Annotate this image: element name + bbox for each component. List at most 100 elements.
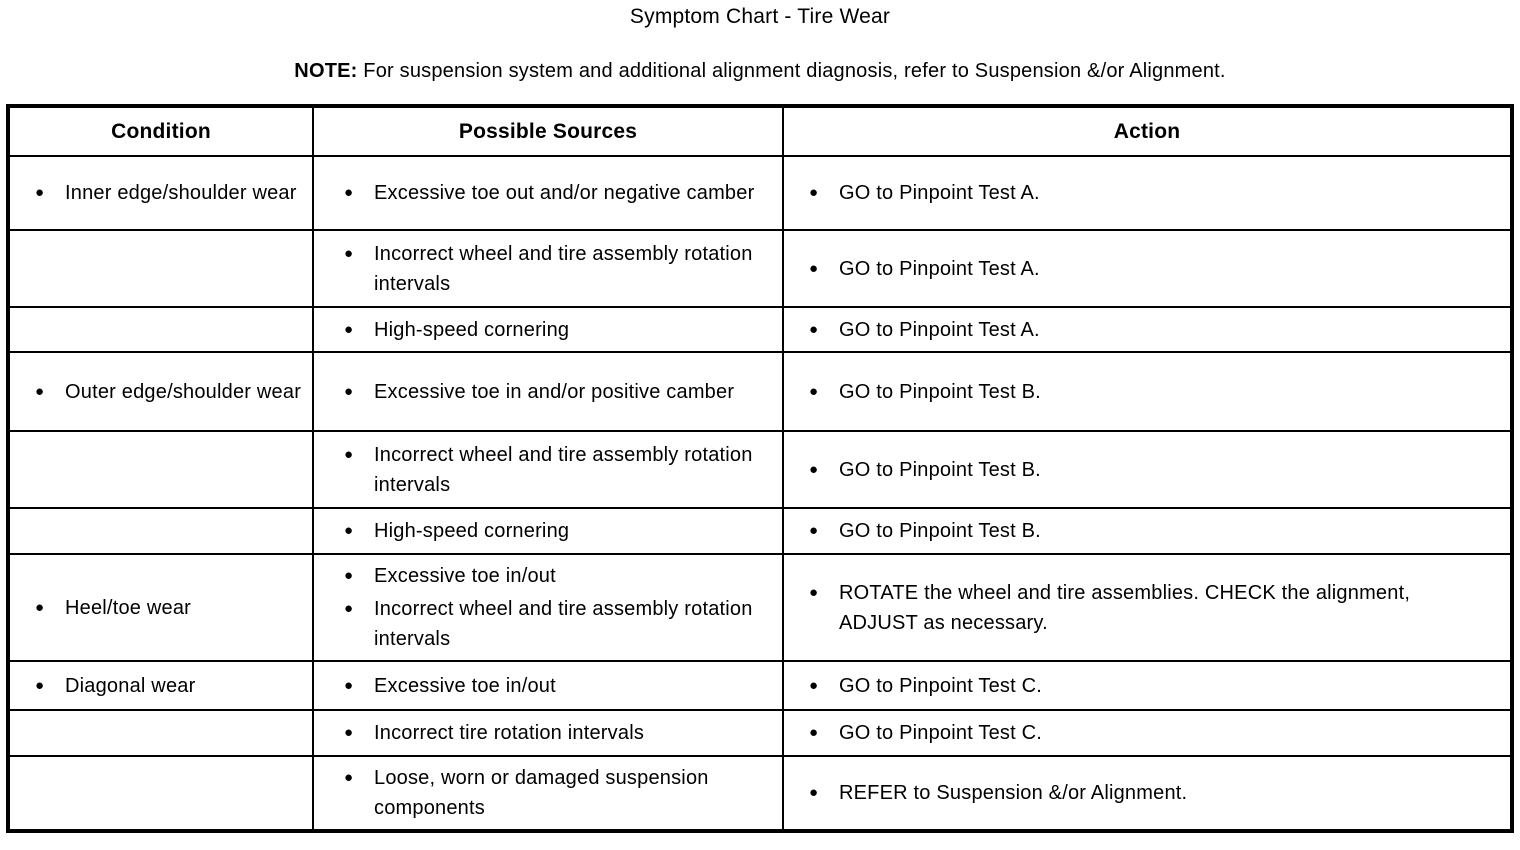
list-item: ● GO to Pinpoint Test C.: [809, 671, 1502, 701]
condition-cell: ● Heel/toe wear: [7, 553, 314, 662]
bullet-icon: ●: [344, 600, 354, 617]
bullet-icon: ●: [344, 382, 354, 400]
bullet-icon: ●: [809, 583, 819, 601]
list-item: ● REFER to Suspension &/or Alignment.: [809, 778, 1502, 808]
bullet-icon: ●: [35, 598, 45, 616]
sources-text: Excessive toe in and/or positive camber: [374, 380, 735, 403]
list-item: ● ROTATE the wheel and tire assemblies. C…: [809, 578, 1502, 638]
condition-cell: ● Inner edge/shoulder wear: [7, 155, 314, 231]
list-item: ●GO to Pinpoint Test A.: [809, 254, 1502, 284]
bullet-icon: ●: [35, 184, 45, 201]
action-cell: ●GO to Pinpoint Test A.: [782, 229, 1513, 308]
list-item: ● Incorrect tire rotation intervals: [344, 718, 774, 748]
header-possible-sources: Possible Sources: [312, 105, 784, 157]
table-row: ●Loose, worn or damaged suspension compo…: [7, 755, 1513, 832]
bullet-icon: ●: [344, 184, 354, 201]
list-item: ● Incorrect wheel and tire assembly rotat…: [344, 440, 774, 500]
sources-cell: ● Incorrect tire rotation intervals: [312, 709, 784, 757]
bullet-icon: ●: [809, 724, 819, 741]
list-item: ●Loose, worn or damaged suspension compo…: [344, 763, 774, 823]
action-text: GO to Pinpoint Test A.: [839, 182, 1040, 204]
table-row: ●High-speed cornering ●GO to Pinpoint Tes…: [7, 306, 1513, 353]
bullet-icon: ●: [809, 460, 819, 478]
sources-text: Excessive toe in/out: [374, 565, 556, 587]
bullet-icon: ●: [809, 382, 819, 400]
condition-cell: ● Diagonal wear: [7, 660, 314, 711]
bullet-icon: ●: [809, 784, 819, 801]
sources-text: Incorrect wheel and tire assembly rotati…: [374, 242, 753, 295]
list-item: ● Excessive toe in and/or positive camber: [344, 377, 774, 407]
list-item: ● Incorrect wheel and tire assembly rotat…: [344, 594, 774, 654]
sources-text: Incorrect tire rotation intervals: [374, 722, 645, 744]
sources-cell: ● Excessive toe in and/or positive camber: [312, 351, 784, 432]
sources-text: High-speed cornering: [374, 520, 570, 542]
list-item: ●GO to Pinpoint Test A.: [809, 315, 1502, 345]
list-item: ● GO to Pinpoint Test A.: [809, 178, 1502, 208]
bullet-icon: ●: [809, 676, 819, 694]
sources-cell: ●Loose, worn or damaged suspension compo…: [312, 755, 784, 832]
bullet-icon: ●: [35, 382, 45, 400]
action-text: GO to Pinpoint Test C.: [839, 674, 1043, 697]
condition-text: Diagonal wear: [65, 674, 196, 697]
condition-cell: [7, 755, 314, 832]
list-item: ● Excessive toe out and/or negative cambe…: [344, 178, 774, 208]
condition-cell: [7, 306, 314, 353]
sources-text: Excessive toe out and/or negative camber: [374, 182, 755, 204]
bullet-icon: ●: [35, 676, 45, 694]
bullet-icon: ●: [344, 522, 354, 539]
note-label: NOTE:: [294, 60, 358, 82]
condition-text: Outer edge/shoulder wear: [65, 380, 302, 403]
bullet-icon: ●: [809, 522, 819, 539]
list-item: ●GO to Pinpoint Test B.: [809, 516, 1502, 546]
action-text: ROTATE the wheel and tire assemblies. CH…: [839, 581, 1411, 634]
table-row: ● Heel/toe wear ● Excessive toe in/out ● Inco…: [7, 553, 1513, 662]
condition-text: Heel/toe wear: [65, 596, 191, 619]
list-item: ●High-speed cornering: [344, 315, 774, 345]
page-title: Symptom Chart - Tire Wear: [629, 5, 891, 28]
list-item: ● Excessive toe in/out: [344, 671, 774, 701]
bullet-icon: ●: [344, 244, 354, 262]
action-cell: ●GO to Pinpoint Test A.: [782, 306, 1513, 353]
sources-text: Excessive toe in/out: [374, 674, 556, 697]
action-cell: ● GO to Pinpoint Test B.: [782, 430, 1513, 509]
table-row: ● Incorrect tire rotation intervals ●GO to…: [7, 709, 1513, 757]
bullet-icon: ●: [809, 320, 819, 338]
bullet-icon: ●: [344, 320, 354, 338]
action-cell: ● GO to Pinpoint Test C.: [782, 660, 1513, 711]
table-header: Condition Possible Sources Action: [7, 105, 1513, 157]
action-text: REFER to Suspension &/or Alignment.: [839, 782, 1188, 804]
action-text: GO to Pinpoint Test B.: [839, 458, 1041, 481]
sources-cell: ● Incorrect wheel and tire assembly rotat…: [312, 229, 784, 308]
table-row: ● Outer edge/shoulder wear ● Excessive toe …: [7, 351, 1513, 432]
bullet-icon: ●: [809, 184, 819, 201]
list-item: ●GO to Pinpoint Test C.: [809, 718, 1502, 748]
table-row: ● Incorrect wheel and tire assembly rotat…: [7, 430, 1513, 509]
list-item: ● High-speed cornering: [344, 516, 774, 546]
list-item: ● Diagonal wear: [35, 671, 304, 701]
action-cell: ●GO to Pinpoint Test B.: [782, 351, 1513, 432]
sources-cell: ● Excessive toe in/out: [312, 660, 784, 711]
bullet-icon: ●: [344, 567, 354, 584]
list-item: ● Heel/toe wear: [35, 593, 304, 623]
table-row: ● Incorrect wheel and tire assembly rotat…: [7, 229, 1513, 308]
table-row: ● High-speed cornering ●GO to Pinpoint Tes…: [7, 507, 1513, 555]
header-row: Condition Possible Sources Action: [7, 105, 1513, 157]
list-item: ● Excessive toe in/out: [344, 561, 774, 591]
sources-text: Incorrect wheel and tire assembly rotati…: [374, 598, 753, 650]
sources-cell: ● Incorrect wheel and tire assembly rotat…: [312, 430, 784, 509]
action-cell: ● GO to Pinpoint Test A.: [782, 155, 1513, 231]
bullet-icon: ●: [344, 676, 354, 694]
list-item: ● Inner edge/shoulder wear: [35, 178, 304, 208]
table-body: ● Inner edge/shoulder wear ● Excessive toe …: [7, 155, 1513, 832]
sources-text: Incorrect wheel and tire assembly rotati…: [374, 443, 753, 496]
action-cell: ● REFER to Suspension &/or Alignment.: [782, 755, 1513, 832]
bullet-icon: ●: [344, 445, 354, 463]
bullet-icon: ●: [344, 724, 354, 741]
sources-cell: ●High-speed cornering: [312, 306, 784, 353]
condition-text: Inner edge/shoulder wear: [65, 182, 297, 204]
note-text: For suspension system and additional ali…: [357, 60, 1226, 82]
list-item: ● Outer edge/shoulder wear: [35, 377, 304, 407]
action-cell: ● ROTATE the wheel and tire assemblies. C…: [782, 553, 1513, 662]
sources-cell: ● Excessive toe in/out ● Incorrect wheel an…: [312, 553, 784, 662]
